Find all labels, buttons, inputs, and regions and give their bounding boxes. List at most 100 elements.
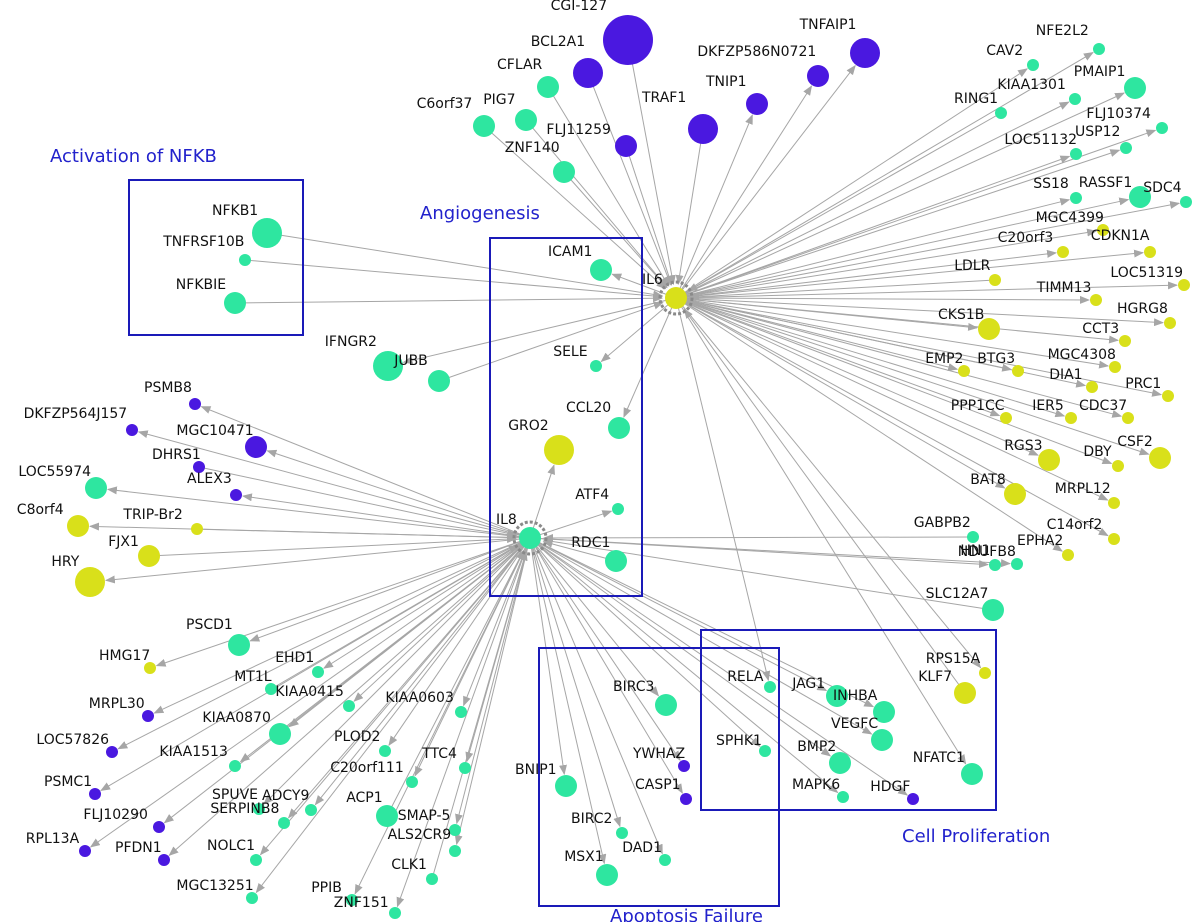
node-rps15a[interactable] — [979, 667, 991, 679]
node-ppp1cc[interactable] — [1000, 412, 1012, 424]
node-ss18[interactable] — [1070, 192, 1082, 204]
node-ywhaz[interactable] — [678, 760, 690, 772]
node-c8orf4[interactable] — [67, 515, 89, 537]
node-nfatc1[interactable] — [961, 763, 983, 785]
node-mapk6[interactable] — [837, 791, 849, 803]
node-cct3[interactable] — [1119, 335, 1131, 347]
node-loc51132[interactable] — [1070, 148, 1082, 160]
node-dkfzp564j157[interactable] — [126, 424, 138, 436]
node-kiaa0870[interactable] — [269, 723, 291, 745]
node-flj11259[interactable] — [615, 135, 637, 157]
node-gro2[interactable] — [544, 435, 574, 465]
node-mgc4399[interactable] — [1097, 224, 1109, 236]
node-gabpb2[interactable] — [967, 531, 979, 543]
node-inhba[interactable] — [873, 701, 895, 723]
node-prc1[interactable] — [1162, 390, 1174, 402]
node-ccl20[interactable] — [608, 417, 630, 439]
node-serpinb8[interactable] — [278, 817, 290, 829]
node-hmg17[interactable] — [144, 662, 156, 674]
node-jag1[interactable] — [826, 685, 848, 707]
node-ier5[interactable] — [1065, 412, 1077, 424]
hub-node-il8[interactable] — [519, 527, 541, 549]
node-fjx1[interactable] — [138, 545, 160, 567]
node-msx1[interactable] — [596, 864, 618, 886]
node-cdkn1a[interactable] — [1144, 246, 1156, 258]
node-c20orf111[interactable] — [406, 776, 418, 788]
node-znf140[interactable] — [553, 161, 575, 183]
node-kiaa1301[interactable] — [1069, 93, 1081, 105]
node-loc57826[interactable] — [106, 746, 118, 758]
node-adcy9[interactable] — [305, 804, 317, 816]
node-epha2[interactable] — [1062, 549, 1074, 561]
hub-node-il6[interactable] — [665, 287, 687, 309]
node-clk1[interactable] — [426, 873, 438, 885]
node-ldlr[interactable] — [989, 274, 1001, 286]
node-rpl13a[interactable] — [79, 845, 91, 857]
node-casp1[interactable] — [680, 793, 692, 805]
node-cav2[interactable] — [1027, 59, 1039, 71]
node-mgc4308[interactable] — [1109, 361, 1121, 373]
node-tnfrsf10b[interactable] — [239, 254, 251, 266]
node-nfkb1[interactable] — [252, 218, 282, 248]
node-tnip1[interactable] — [746, 93, 768, 115]
node-dad1[interactable] — [659, 854, 671, 866]
node-nolc1[interactable] — [250, 854, 262, 866]
node-bmp2[interactable] — [829, 752, 851, 774]
node-rdc1[interactable] — [605, 550, 627, 572]
node-emp2[interactable] — [958, 365, 970, 377]
node-ifngr2[interactable] — [373, 351, 403, 381]
node-ring1[interactable] — [995, 107, 1007, 119]
node-klf7[interactable] — [954, 682, 976, 704]
node-sdc4[interactable] — [1180, 196, 1192, 208]
node-atf4[interactable] — [612, 503, 624, 515]
node-bat8[interactable] — [1004, 483, 1026, 505]
node-znf151[interactable] — [389, 907, 401, 919]
node-rassf1[interactable] — [1129, 186, 1151, 208]
node-kiaa0415[interactable] — [343, 700, 355, 712]
node-hry[interactable] — [75, 567, 105, 597]
node-loc55974[interactable] — [85, 477, 107, 499]
node-mrpl12[interactable] — [1108, 497, 1120, 509]
node-sphk1[interactable] — [759, 745, 771, 757]
node-als2cr9[interactable] — [449, 845, 461, 857]
node-pig7[interactable] — [515, 109, 537, 131]
node-acp1[interactable] — [376, 805, 398, 827]
node-dkfzp586n0721[interactable] — [807, 65, 829, 87]
node-hn1[interactable] — [989, 559, 1001, 571]
node-nfe2l2[interactable] — [1093, 43, 1105, 55]
node-csf2[interactable] — [1149, 447, 1171, 469]
node-ppib[interactable] — [346, 894, 358, 906]
node-hgrg8[interactable] — [1164, 317, 1176, 329]
node-ttc4[interactable] — [459, 762, 471, 774]
node-birc2[interactable] — [616, 827, 628, 839]
node-trip-br2[interactable] — [191, 523, 203, 535]
node-mrpl30[interactable] — [142, 710, 154, 722]
node-c14orf2[interactable] — [1108, 533, 1120, 545]
node-usp12[interactable] — [1120, 142, 1132, 154]
node-ehd1[interactable] — [312, 666, 324, 678]
node-mt1l[interactable] — [265, 683, 277, 695]
node-traf1[interactable] — [688, 114, 718, 144]
node-cdc37[interactable] — [1122, 412, 1134, 424]
node-loc51319[interactable] — [1178, 279, 1190, 291]
node-birc3[interactable] — [655, 694, 677, 716]
node-alex3[interactable] — [230, 489, 242, 501]
node-sele[interactable] — [590, 360, 602, 372]
node-jubb[interactable] — [428, 370, 450, 392]
node-cgi-127[interactable] — [603, 15, 653, 65]
node-pmaip1[interactable] — [1124, 77, 1146, 99]
node-ndufb8[interactable] — [1011, 558, 1023, 570]
node-nfkbie[interactable] — [224, 292, 246, 314]
node-bcl2a1[interactable] — [573, 58, 603, 88]
node-pfdn1[interactable] — [158, 854, 170, 866]
node-flj10374[interactable] — [1156, 122, 1168, 134]
node-smap-5[interactable] — [449, 824, 461, 836]
node-dby[interactable] — [1112, 460, 1124, 472]
node-kiaa1513[interactable] — [229, 760, 241, 772]
node-mgc13251[interactable] — [246, 892, 258, 904]
node-cflar[interactable] — [537, 76, 559, 98]
node-dia1[interactable] — [1086, 381, 1098, 393]
node-icam1[interactable] — [590, 259, 612, 281]
node-c6orf37[interactable] — [473, 115, 495, 137]
node-kiaa0603[interactable] — [455, 706, 467, 718]
